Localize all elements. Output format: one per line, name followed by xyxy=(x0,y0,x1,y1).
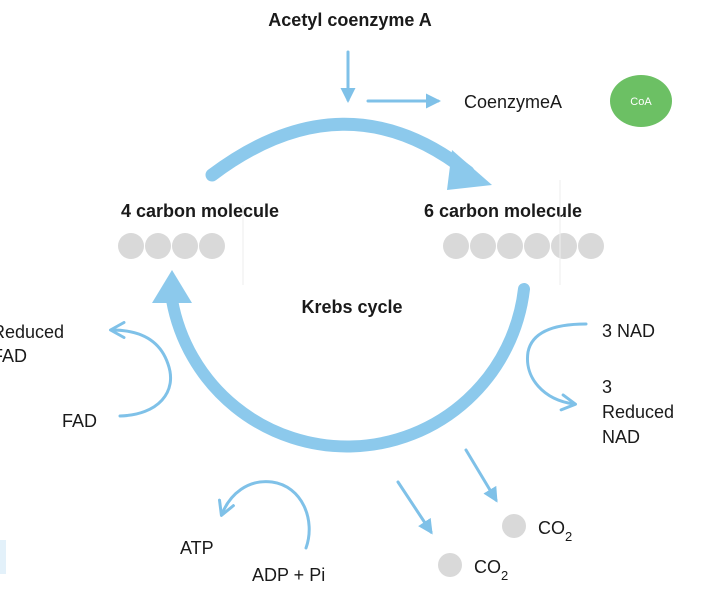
carbon-ball xyxy=(578,233,604,259)
atp-formation-arrow xyxy=(218,480,311,550)
carbon-ball xyxy=(470,233,496,259)
carbon-ball xyxy=(172,233,198,259)
fad-label: FAD xyxy=(62,411,97,431)
reduced-nad-line2: Reduced xyxy=(602,402,674,422)
carbon-ball xyxy=(497,233,523,259)
title-acetyl-coa: Acetyl coenzyme A xyxy=(268,10,431,30)
adp-pi-label: ADP + Pi xyxy=(252,565,325,585)
four-carbon-balls xyxy=(118,233,225,259)
main-cycle-arrowhead xyxy=(152,270,192,303)
nad-reduction-arrow xyxy=(526,322,588,412)
co2-right-label: CO2 xyxy=(538,518,572,544)
six-carbon-balls xyxy=(443,233,604,259)
carbon-ball xyxy=(118,233,144,259)
reduced-nad-line3: NAD xyxy=(602,427,640,447)
krebs-cycle-label: Krebs cycle xyxy=(301,297,402,317)
co2-bottom-arrow xyxy=(396,480,433,535)
top-cycle-arrowhead xyxy=(447,150,492,190)
carbon-ball xyxy=(551,233,577,259)
six-carbon-label: 6 carbon molecule xyxy=(424,201,582,221)
carbon-ball xyxy=(145,233,171,259)
top-cycle-arc xyxy=(205,117,475,182)
carbon-ball xyxy=(524,233,550,259)
reduced-fad-line1: Reduced xyxy=(0,322,64,342)
reduced-fad-line2: FAD xyxy=(0,346,27,366)
fad-reduction-arrow xyxy=(109,321,172,418)
co2-right-ball xyxy=(502,514,526,538)
reduced-nad-line1: 3 xyxy=(602,377,612,397)
co2-right-arrow xyxy=(464,448,498,503)
carbon-ball xyxy=(199,233,225,259)
co2-bottom-ball xyxy=(438,553,462,577)
left-edge-mark xyxy=(0,540,6,574)
carbon-ball xyxy=(443,233,469,259)
coenzyme-a-label: CoenzymeA xyxy=(464,92,562,112)
nad-label: 3 NAD xyxy=(602,321,655,341)
coa-badge-text: CoA xyxy=(630,96,652,108)
four-carbon-label: 4 carbon molecule xyxy=(121,201,279,221)
coa-badge xyxy=(610,75,672,127)
atp-label: ATP xyxy=(180,538,214,558)
main-cycle-arc xyxy=(166,283,530,453)
co2-bottom-label: CO2 xyxy=(474,557,508,583)
